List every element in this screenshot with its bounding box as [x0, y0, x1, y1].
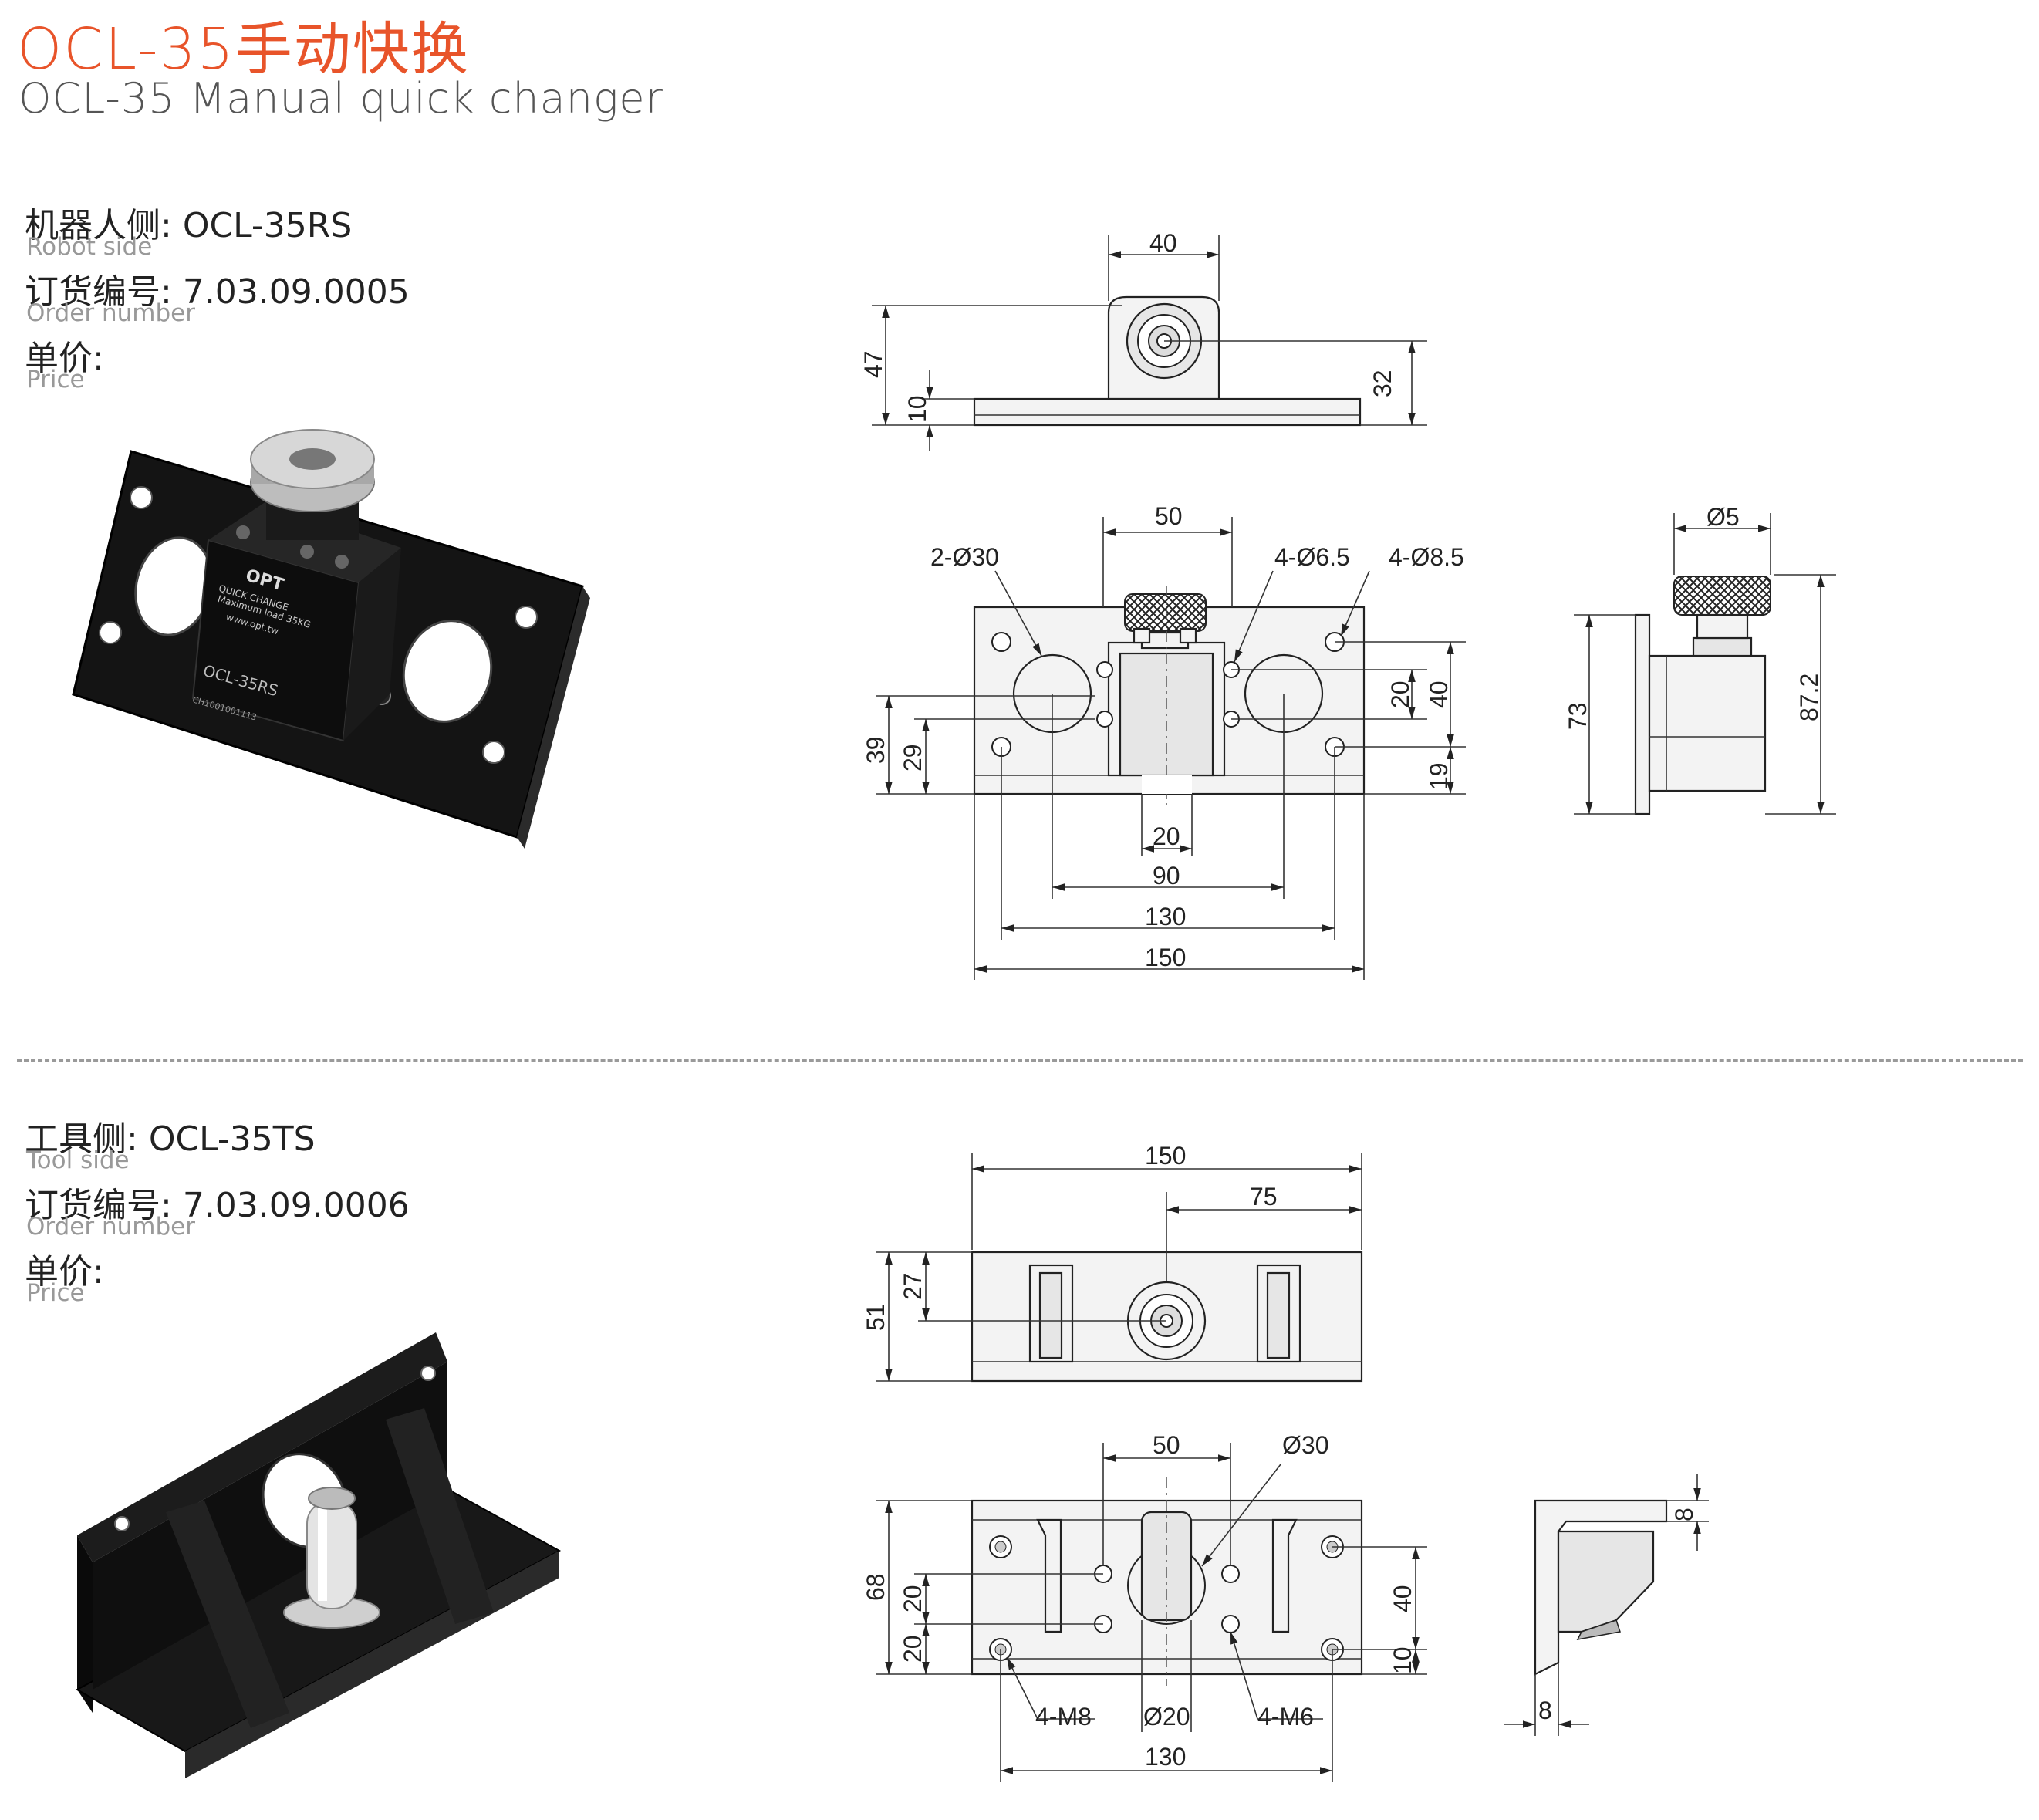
dim-label: 2-Ø30 — [930, 543, 999, 571]
dim-label: 20 — [899, 1585, 927, 1612]
dim-label: 40 — [1389, 1585, 1416, 1612]
dim-label: 4-Ø8.5 — [1389, 543, 1464, 571]
dim-label: 32 — [1369, 370, 1396, 397]
tool-price-row: 单价: Price — [25, 1244, 565, 1310]
tool-order-label: 订货编号: 7.03.09.0006 — [25, 1186, 410, 1225]
tool-top-view — [876, 1153, 1363, 1383]
section-divider — [17, 1059, 2023, 1062]
robot-price-label: 单价: — [25, 339, 104, 378]
robot-top-view — [872, 235, 1427, 451]
dim-label: 40 — [1149, 229, 1177, 257]
dim-label: 150 — [1145, 944, 1186, 971]
dim-label: 47 — [859, 350, 887, 378]
dim-label: 10 — [903, 395, 931, 423]
robot-order-number: 7.03.09.0005 — [182, 272, 410, 312]
dim-label: 75 — [1250, 1183, 1278, 1211]
dim-label: 19 — [1425, 762, 1453, 790]
robot-side-view — [1574, 513, 1836, 815]
tool-front-view — [876, 1443, 1427, 1782]
robot-side-label-en: Robot side — [26, 233, 153, 261]
dim-label: 39 — [862, 736, 890, 764]
tool-side-row: 工具侧: OCL-35TS Tool side — [25, 1111, 565, 1177]
robot-order-label: 订货编号: 7.03.09.0005 — [25, 272, 410, 312]
dim-label: 29 — [899, 744, 927, 772]
page-subtitle: OCL-35 Manual quick changer — [19, 74, 663, 123]
tool-dimension-labels: 150 75 51 27 50 Ø30 68 20 20 40 10 4-M8 … — [862, 1142, 1698, 1771]
dim-label: 8 — [1670, 1508, 1698, 1521]
dim-label: 4-M8 — [1035, 1703, 1092, 1731]
robot-side-row: 机器人侧: OCL-35RS Robot side — [25, 198, 565, 264]
robot-side-model: OCL-35RS — [182, 206, 353, 245]
dim-label: 90 — [1153, 862, 1180, 890]
robot-price-row: 单价: Price — [25, 330, 565, 397]
dim-label: 73 — [1564, 702, 1592, 730]
dim-label: 4-M6 — [1257, 1703, 1314, 1731]
dim-label: 130 — [1145, 1743, 1186, 1771]
dim-label: 50 — [1153, 1431, 1180, 1459]
tool-side-label-en: Tool side — [26, 1146, 130, 1174]
page-title: OCL-35手动快换 — [17, 16, 470, 83]
tool-order-number: 7.03.09.0006 — [182, 1186, 410, 1225]
robot-dimension-labels: 40 47 10 32 50 2-Ø30 4-Ø6.5 4-Ø8.5 39 29… — [859, 229, 1823, 971]
dim-label: 40 — [1425, 680, 1453, 708]
robot-order-row: 订货编号: 7.03.09.0005 Order number — [25, 264, 565, 330]
dim-label: 20 — [1153, 822, 1180, 850]
robot-price-label-en: Price — [26, 366, 85, 393]
dim-label: 4-Ø6.5 — [1274, 543, 1350, 571]
tool-side-view — [1504, 1474, 1709, 1736]
robot-side-info: 机器人侧: OCL-35RS Robot side 订货编号: 7.03.09.… — [25, 198, 565, 397]
tool-side-info: 工具侧: OCL-35TS Tool side 订货编号: 7.03.09.00… — [25, 1111, 565, 1310]
dim-label: 150 — [1145, 1142, 1186, 1170]
dim-label: 51 — [862, 1303, 890, 1331]
dim-label: Ø5 — [1706, 503, 1740, 531]
robot-order-label-en: Order number — [26, 299, 195, 327]
robot-front-view — [876, 517, 1466, 980]
dim-label: 10 — [1389, 1646, 1416, 1674]
dim-label: 27 — [899, 1272, 927, 1300]
dim-label: 50 — [1155, 502, 1183, 530]
dim-label: 8 — [1538, 1697, 1552, 1724]
tool-side-model: OCL-35TS — [148, 1119, 316, 1159]
dim-label: 130 — [1145, 903, 1186, 930]
tool-price-label: 单价: — [25, 1252, 104, 1292]
dim-label: 68 — [862, 1573, 890, 1601]
dim-label: Ø20 — [1143, 1703, 1190, 1731]
dim-label: Ø30 — [1282, 1431, 1328, 1459]
tool-order-label-en: Order number — [26, 1213, 195, 1241]
tool-order-row: 订货编号: 7.03.09.0006 Order number — [25, 1177, 565, 1244]
dim-label: 20 — [899, 1635, 927, 1663]
dim-label: 87.2 — [1795, 674, 1823, 721]
tool-price-label-en: Price — [26, 1279, 85, 1307]
robot-side-label: 机器人侧: OCL-35RS — [25, 206, 353, 245]
dim-label: 20 — [1386, 680, 1414, 708]
tool-side-label: 工具侧: OCL-35TS — [25, 1119, 316, 1159]
